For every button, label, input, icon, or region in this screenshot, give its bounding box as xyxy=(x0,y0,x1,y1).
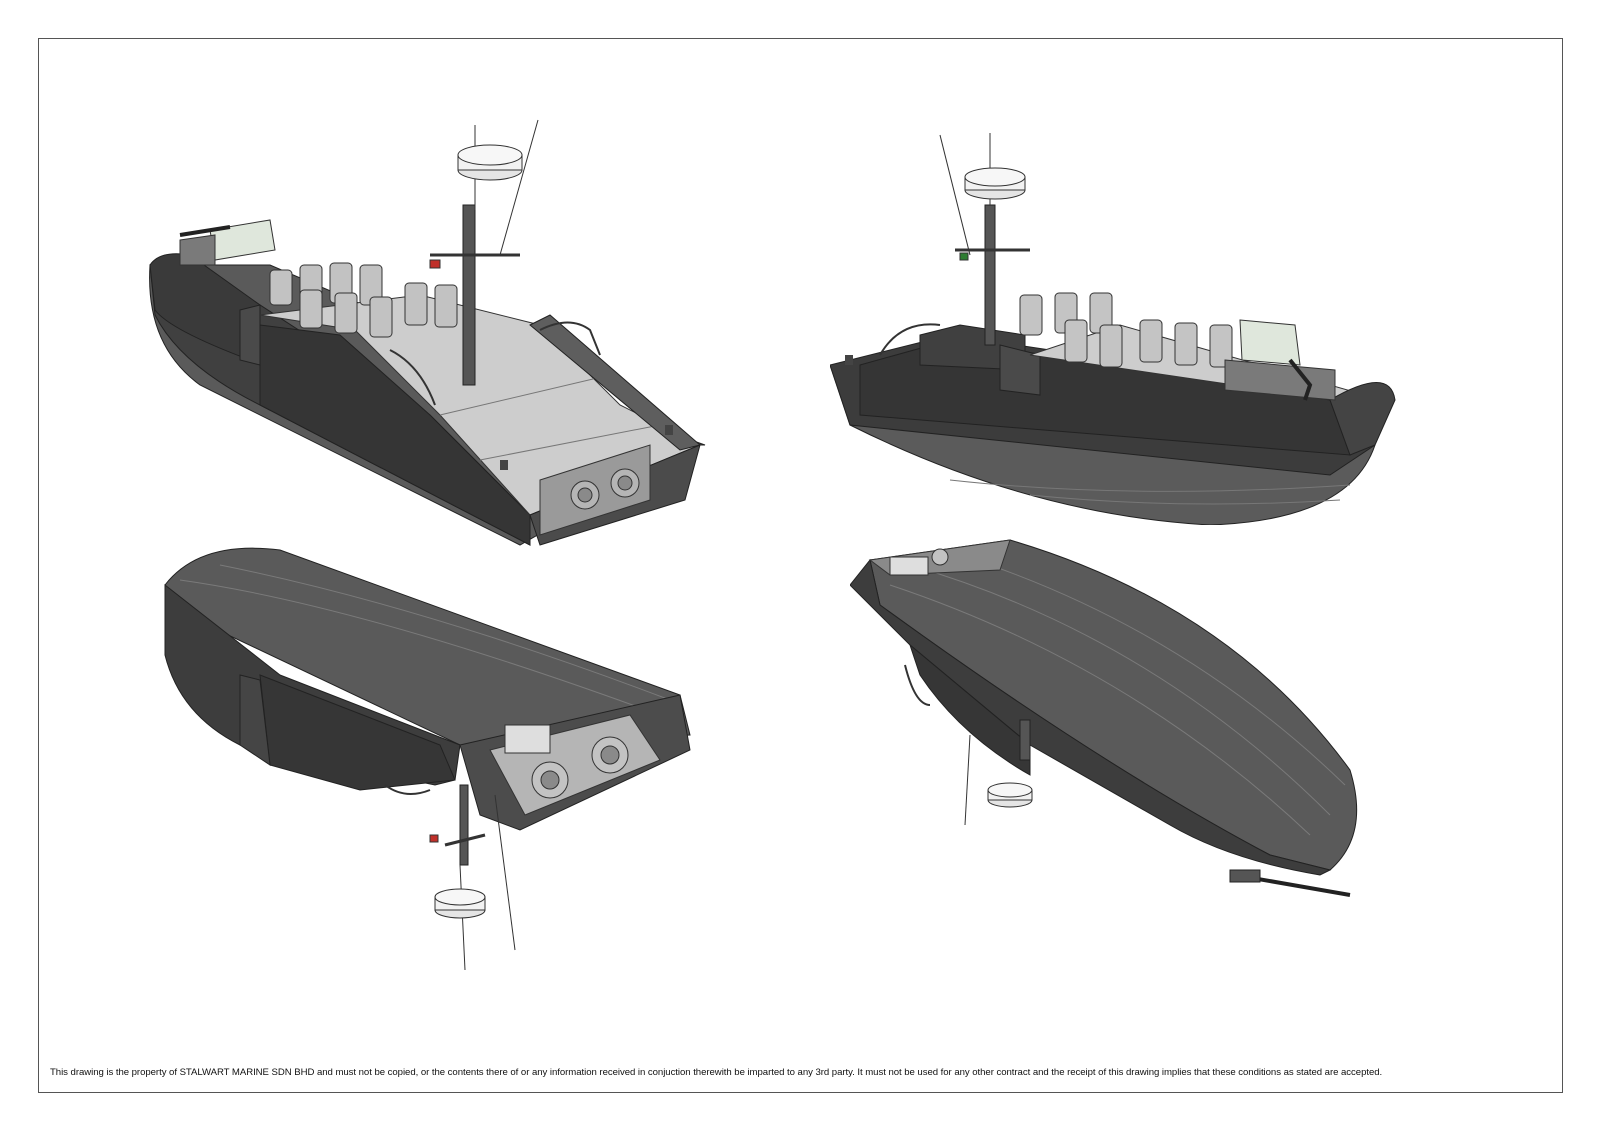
boat-isometric-icon xyxy=(149,119,706,546)
boat-view-underside-stern xyxy=(160,545,720,975)
boat-isometric-icon xyxy=(164,547,691,971)
boat-isometric-icon xyxy=(850,539,1358,897)
boat-view-port-bow-top xyxy=(830,125,1440,525)
boat-view-underside-bow xyxy=(850,535,1370,915)
copyright-disclaimer: This drawing is the property of STALWART… xyxy=(50,1067,1383,1078)
boat-view-starboard-quarter-top xyxy=(140,115,740,555)
boat-isometric-icon xyxy=(830,133,1396,525)
